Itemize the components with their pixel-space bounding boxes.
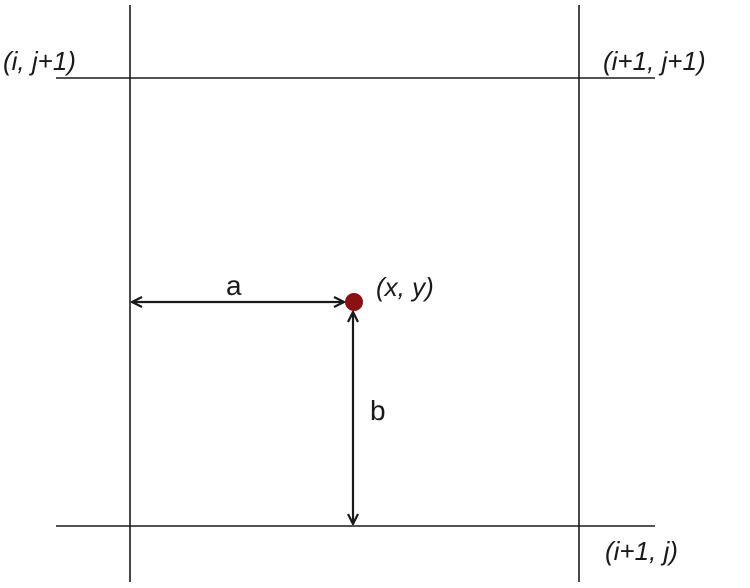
point-label: (x, y) [376,272,434,302]
corner-label-bottom-right: (i+1, j) [605,536,678,566]
horizontal-distance-label: a [226,270,242,301]
corner-label-top-left: (i, j+1) [3,46,76,76]
corner-label-top-right: (i+1, j+1) [603,46,706,76]
interpolation-point [345,293,363,311]
vertical-distance-label: b [370,395,386,426]
